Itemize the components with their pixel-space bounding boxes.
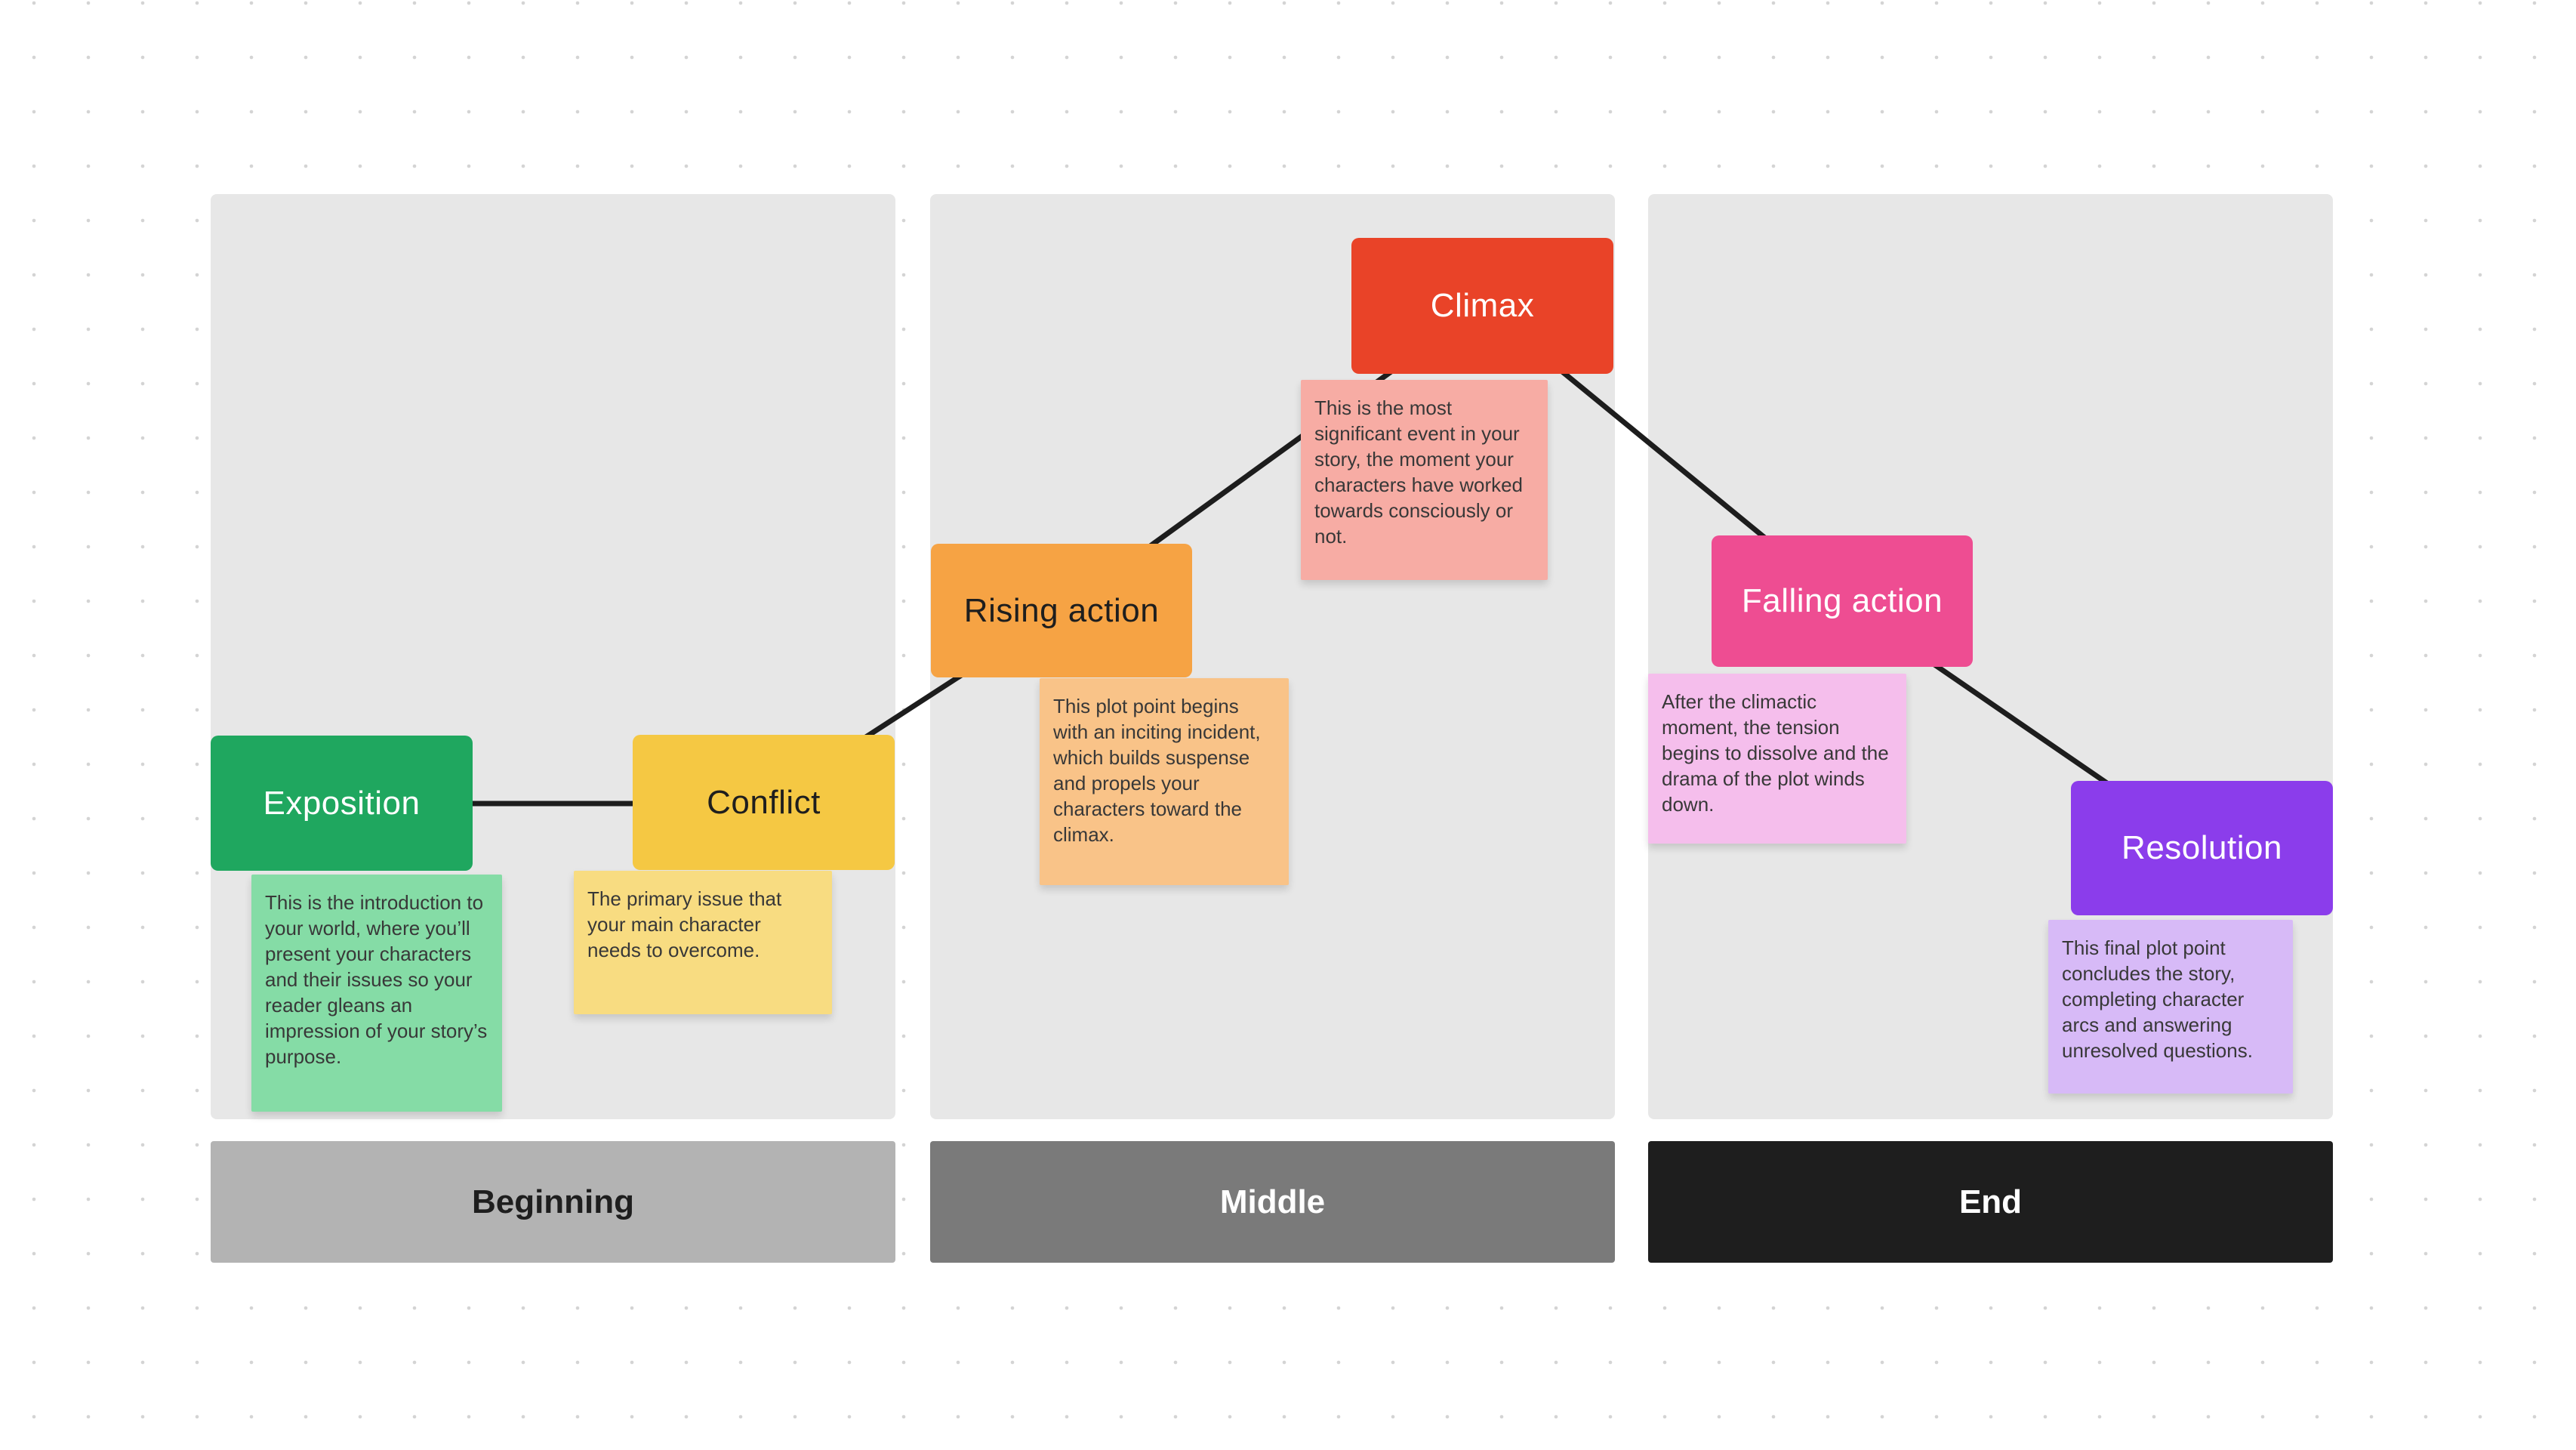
section-bar-end[interactable]: End: [1648, 1141, 2333, 1263]
plot-point-falling-action-label: Falling action: [1741, 582, 1943, 619]
section-bar-end-label: End: [1958, 1183, 2023, 1220]
plot-point-exposition[interactable]: Exposition: [211, 736, 473, 871]
plot-point-rising-action-label: Rising action: [963, 591, 1160, 629]
sticky-note-falling-action-text: After the climactic moment, the tension …: [1662, 690, 1889, 816]
plot-point-falling-action[interactable]: Falling action: [1712, 535, 1973, 667]
sticky-note-climax[interactable]: This is the most significant event in yo…: [1301, 380, 1548, 580]
sticky-note-exposition-text: This is the introduction to your world, …: [265, 891, 488, 1068]
sticky-note-conflict[interactable]: The primary issue that your main charact…: [574, 871, 832, 1014]
plot-point-rising-action[interactable]: Rising action: [931, 544, 1192, 677]
sticky-note-conflict-text: The primary issue that your main charact…: [587, 887, 782, 961]
sticky-note-resolution-text: This final plot point concludes the stor…: [2062, 936, 2253, 1062]
section-bar-beginning-label: Beginning: [471, 1183, 635, 1220]
plot-point-conflict-label: Conflict: [707, 783, 821, 821]
plot-point-resolution-label: Resolution: [2122, 829, 2282, 866]
plot-point-exposition-label: Exposition: [263, 784, 421, 822]
section-bar-beginning[interactable]: Beginning: [211, 1141, 895, 1263]
section-bar-middle-label: Middle: [1219, 1183, 1326, 1220]
plot-point-conflict[interactable]: Conflict: [633, 735, 895, 870]
sticky-note-rising-action[interactable]: This plot point begins with an inciting …: [1040, 678, 1289, 885]
sticky-note-rising-action-text: This plot point begins with an inciting …: [1053, 695, 1261, 846]
sticky-note-climax-text: This is the most significant event in yo…: [1314, 396, 1524, 548]
sticky-note-exposition[interactable]: This is the introduction to your world, …: [251, 875, 502, 1112]
sticky-note-resolution[interactable]: This final plot point concludes the stor…: [2048, 920, 2293, 1094]
plot-point-climax-label: Climax: [1430, 287, 1535, 324]
plot-point-resolution[interactable]: Resolution: [2071, 781, 2333, 915]
sticky-note-falling-action[interactable]: After the climactic moment, the tension …: [1648, 674, 1906, 844]
plot-point-climax[interactable]: Climax: [1351, 238, 1613, 374]
section-bar-middle[interactable]: Middle: [930, 1141, 1615, 1263]
